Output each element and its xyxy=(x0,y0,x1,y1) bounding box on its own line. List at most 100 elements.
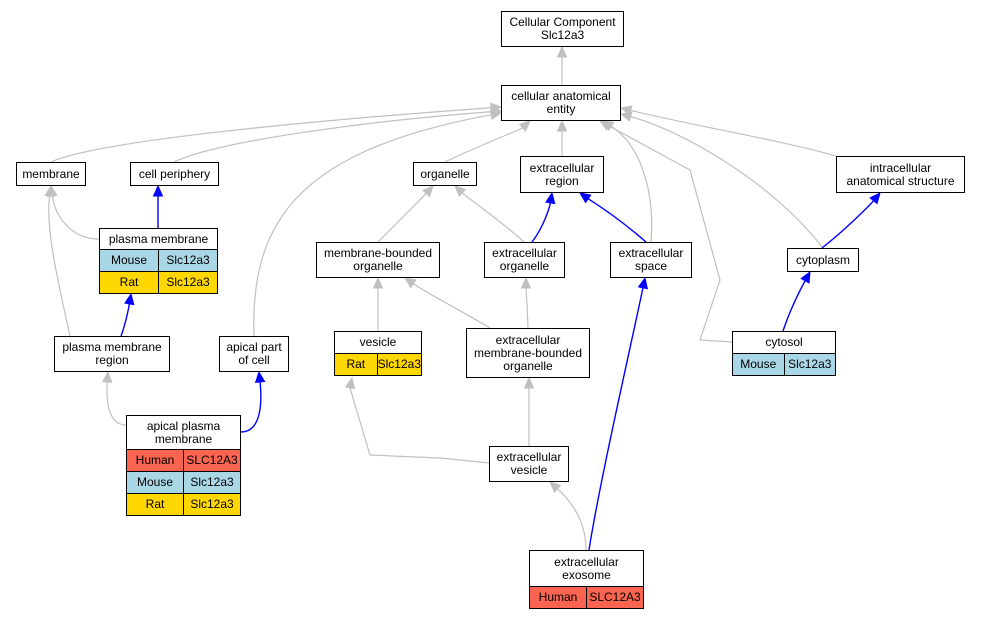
gene-symbol: Slc12a3 xyxy=(158,272,217,293)
arrowhead-extra_mbo-to-extra_org xyxy=(520,276,532,289)
species-row-rat: Rat Slc12a3 xyxy=(100,271,217,293)
node-label: cellular anatomical entity xyxy=(511,89,611,116)
arrowhead-organelle-to-cae xyxy=(518,120,531,132)
species-label: Rat xyxy=(145,497,165,511)
gene-symbol: Slc12a3 xyxy=(783,354,836,375)
node-membrane[interactable]: membrane xyxy=(16,162,86,186)
node-apical-part[interactable]: apical part of cell xyxy=(219,336,289,372)
edge-extra_org-to-extra_region xyxy=(531,202,552,243)
node-label: extracellular space xyxy=(618,246,684,273)
node-label: membrane-bounded organelle xyxy=(323,246,433,273)
edge-cytosol-to-cae xyxy=(608,125,733,343)
edge-cytoplasm-to-cae xyxy=(630,116,824,249)
arrowhead-pm_region-to-membrane xyxy=(44,184,55,198)
arrowhead-exosome-to-extra_space xyxy=(637,276,649,290)
species-row-mouse: Mouse Slc12a3 xyxy=(100,249,217,271)
node-label: membrane xyxy=(22,166,80,181)
gene-symbol: SLC12A3 xyxy=(586,587,643,608)
edge-cell_periph-to-cae xyxy=(173,111,492,163)
arrowhead-cytosol-to-cytoplasm xyxy=(800,270,811,284)
node-label: organelle xyxy=(420,166,470,181)
node-cae[interactable]: cellular anatomical entity xyxy=(501,85,621,121)
arrowhead-extra_org-to-extra_region xyxy=(545,191,556,205)
node-label: cell periphery xyxy=(138,166,211,181)
gene-symbol: Slc12a3 xyxy=(376,354,421,375)
node-label: extracellular membrane-bounded organelle xyxy=(473,332,583,373)
edge-apical_part-to-cae xyxy=(253,114,492,337)
edge-mem_bound_org-to-organelle xyxy=(377,192,427,243)
arrowhead-cytoplasm-to-cae xyxy=(619,111,633,122)
edge-extra_vesicle-to-vesicle xyxy=(349,387,490,464)
gene-symbol: Slc12a3 xyxy=(158,250,217,271)
species-label: Human xyxy=(135,453,175,467)
node-pm-region[interactable]: plasma membrane region xyxy=(54,336,170,372)
arrowhead-extra_vesicle-to-extra_mbo xyxy=(523,376,535,389)
node-label: cytosol xyxy=(765,335,803,349)
arrowhead-pm_region-to-plasma_mem xyxy=(124,292,135,306)
species-label: Mouse xyxy=(110,253,148,267)
species-label: Human xyxy=(538,590,578,604)
edge-membrane-to-cae xyxy=(50,107,492,163)
edge-plasma_mem-to-membrane xyxy=(51,195,100,240)
edge-organelle-to-cae xyxy=(444,127,523,163)
edge-intra_struct-to-cae xyxy=(630,109,837,157)
arrowhead-apical_pm-to-apical_part xyxy=(254,370,266,384)
node-intra-struct[interactable]: intracellular anatomical structure xyxy=(836,156,965,193)
edge-extra_org-to-organelle xyxy=(461,192,525,243)
node-organelle[interactable]: organelle xyxy=(413,162,477,186)
species-row-rat: Rat Slc12a3 xyxy=(127,493,240,515)
arrowhead-exosome-to-extra_vesicle xyxy=(549,481,562,493)
species-row-mouse: Mouse Slc12a3 xyxy=(127,471,240,493)
node-label: vesicle xyxy=(359,335,397,349)
species-label: Rat xyxy=(119,275,139,289)
species-row-mouse: Mouse Slc12a3 xyxy=(733,353,835,375)
edge-cytoplasm-to-intra_struct xyxy=(821,200,875,249)
node-label: plasma membrane xyxy=(108,231,209,246)
edge-extra_mbo-to-mem_bound_org xyxy=(412,283,491,329)
node-cell-periph[interactable]: cell periphery xyxy=(130,162,219,186)
node-label: extracellular region xyxy=(529,160,595,188)
node-label: plasma membrane region xyxy=(62,340,162,367)
edge-cytosol-to-cytoplasm xyxy=(782,280,806,332)
gene-symbol: SLC12A3 xyxy=(183,450,240,471)
arrowhead-extra_region-to-cae xyxy=(556,119,568,132)
gene-symbol: Slc12a3 xyxy=(183,494,240,515)
arrowhead-extra_mbo-to-mem_bound_org xyxy=(403,277,417,289)
node-mem-bound-org[interactable]: membrane-bounded organelle xyxy=(316,242,440,278)
node-extra-vesicle[interactable]: extracellular vesicle xyxy=(489,446,569,482)
edge-extra_space-to-cae xyxy=(611,125,653,243)
species-label: Mouse xyxy=(740,357,777,371)
edge-exosome-to-extra_vesicle xyxy=(557,488,587,551)
node-label: extracellular exosome xyxy=(554,554,619,582)
node-label: cytoplasm xyxy=(795,252,851,267)
node-label: apical plasma membrane xyxy=(146,418,221,446)
node-root[interactable]: Cellular Component Slc12a3 xyxy=(501,11,624,47)
node-cytoplasm[interactable]: cytoplasm xyxy=(787,248,859,272)
arrowhead-apical_pm-to-pm_region xyxy=(101,370,113,383)
node-label: Cellular Component Slc12a3 xyxy=(509,15,616,42)
node-extra-space[interactable]: extracellular space xyxy=(610,242,692,278)
node-label: extracellular organelle xyxy=(492,246,557,273)
node-label: intracellular anatomical structure xyxy=(846,160,955,188)
arrowhead-extra_space-to-extra_region xyxy=(579,192,592,204)
node-extra-mbo[interactable]: extracellular membrane-bounded organelle xyxy=(466,328,590,378)
edge-extra_mbo-to-extra_org xyxy=(525,287,529,329)
node-label: extracellular vesicle xyxy=(496,450,562,477)
edge-pm_region-to-membrane xyxy=(48,195,71,337)
arrowhead-mem_bound_org-to-organelle xyxy=(421,185,434,198)
arrowhead-cytoplasm-to-intra_struct xyxy=(869,192,881,205)
gene-symbol: Slc12a3 xyxy=(183,472,240,493)
node-extra-region[interactable]: extracellular region xyxy=(520,156,604,193)
species-label: Mouse xyxy=(136,475,174,489)
arrowhead-cae-to-root xyxy=(556,45,568,58)
node-label: apical part of cell xyxy=(226,340,282,367)
edge-pm_region-to-plasma_mem xyxy=(120,302,131,337)
node-extra-org[interactable]: extracellular organelle xyxy=(484,242,565,278)
